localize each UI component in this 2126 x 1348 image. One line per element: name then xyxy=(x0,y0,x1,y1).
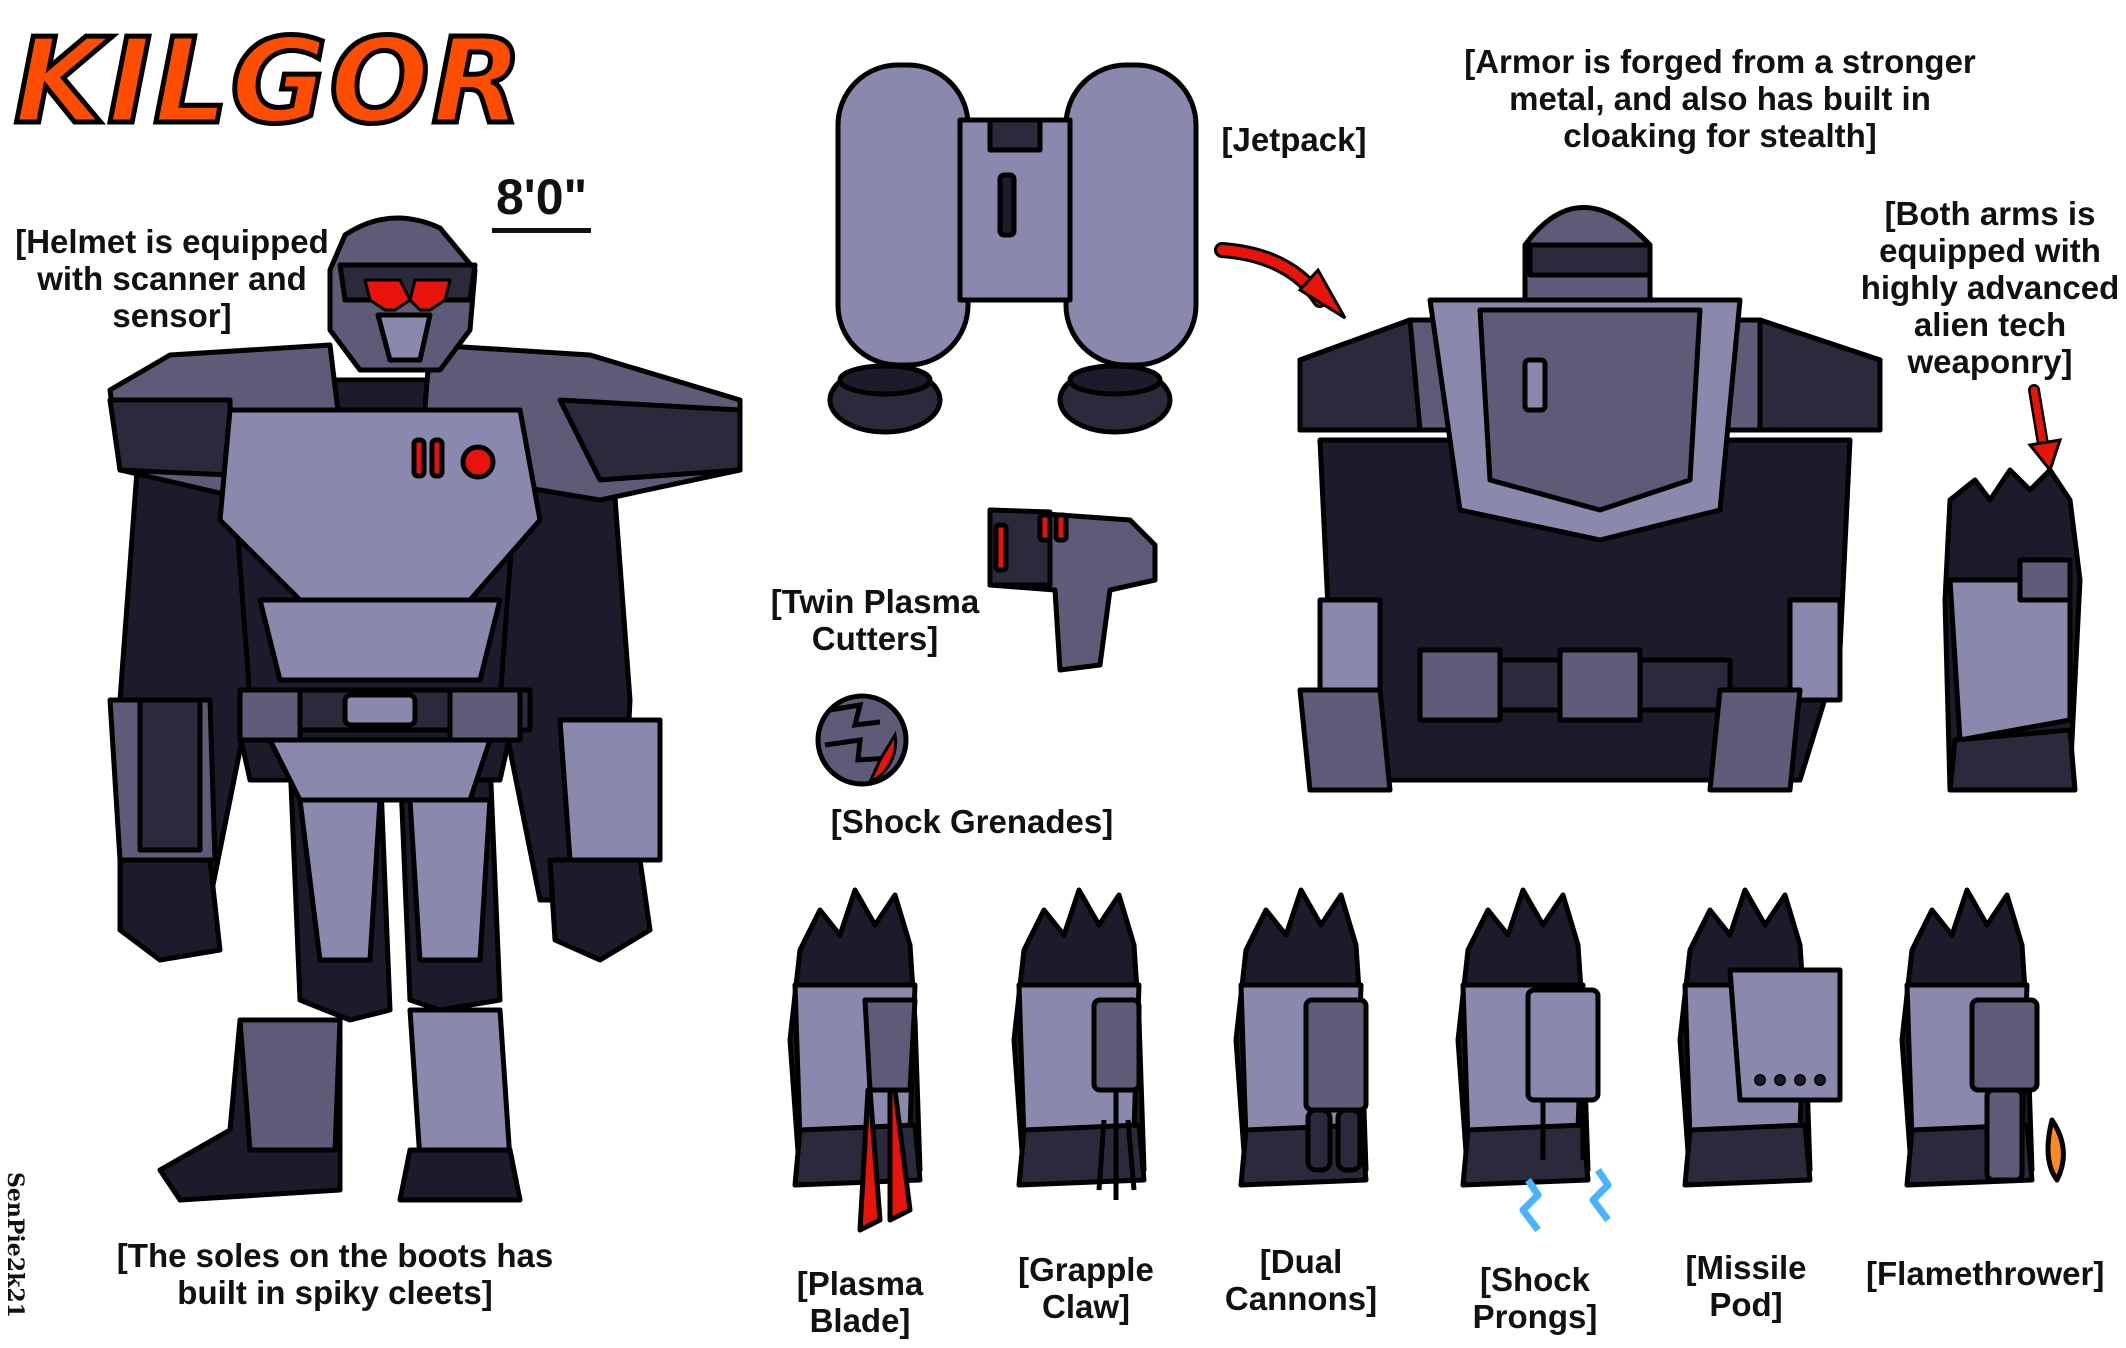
helmet-note: [Helmet is equipped with scanner and sen… xyxy=(15,223,329,334)
grapple-claw-icon xyxy=(1011,887,1147,1200)
character-name: KILGOR xyxy=(12,12,526,150)
arms-note: [Both arms is equipped with highly advan… xyxy=(1860,195,2120,380)
shock-prongs-icon xyxy=(1455,887,1612,1233)
weapon-label-grapple-claw: [Grapple Claw] xyxy=(1018,1251,1154,1325)
weapon-label-missile-pod: [Missile Pod] xyxy=(1685,1249,1807,1323)
weapon-label-dual-cannons: [Dual Cannons] xyxy=(1224,1243,1378,1317)
grenades-note: [Shock Grenades] xyxy=(830,803,1114,840)
weapon-label-shock-prongs: [Shock Prongs] xyxy=(1472,1261,1598,1335)
height-label: 8'0" xyxy=(492,168,592,233)
cutters-note: [Twin Plasma Cutters] xyxy=(770,583,980,657)
dual-cannons-icon xyxy=(1233,887,1369,1188)
flamethrower-icon xyxy=(1899,887,2066,1188)
jetpack-note: [Jetpack] xyxy=(1221,121,1367,158)
missile-pod-icon xyxy=(1677,887,1843,1188)
boots-note: [The soles on the boots has built in spi… xyxy=(116,1237,554,1311)
plasma-blade-icon xyxy=(787,887,923,1233)
armor-note: [Armor is forged from a stronger metal, … xyxy=(1464,43,1976,154)
weapon-label-plasma-blade: [Plasma Blade] xyxy=(796,1265,924,1339)
weapon-label-flamethrower: [Flamethrower] xyxy=(1866,1255,2105,1292)
